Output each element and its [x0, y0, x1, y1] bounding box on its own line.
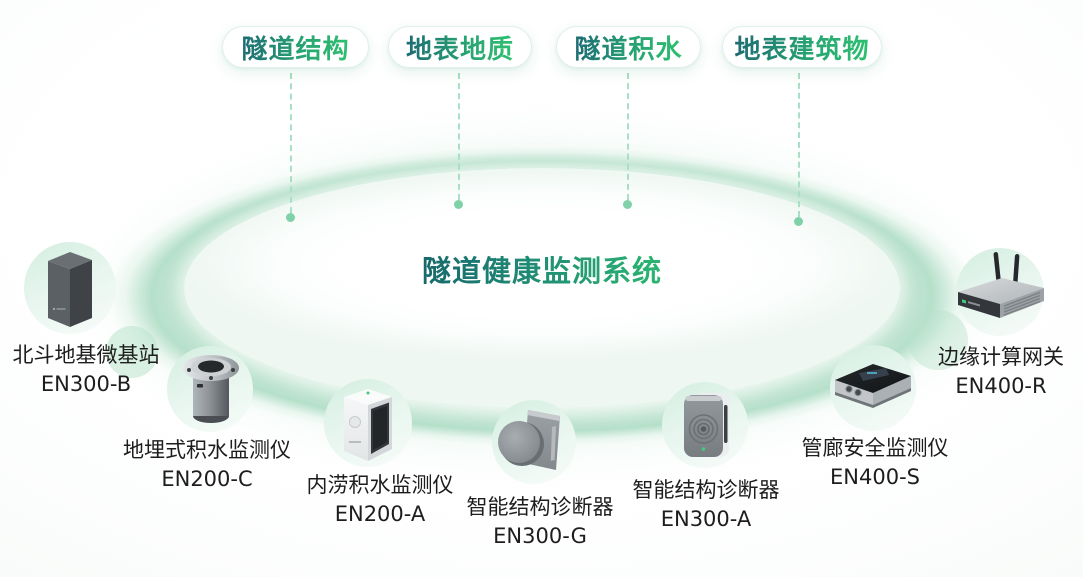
- device-model: EN200-A: [334, 502, 426, 526]
- category-badge-label: 地表地质: [406, 29, 514, 66]
- device-model: EN400-S: [830, 465, 920, 489]
- device-name: 智能结构诊断器: [466, 495, 614, 519]
- pipe-gallery-safety-monitor-icon: [831, 360, 915, 418]
- category-badge-surface-geology: 地表地质: [388, 26, 532, 68]
- connector-line: [794, 73, 803, 226]
- device-name: 智能结构诊断器: [632, 478, 780, 502]
- device-model: EN400-R: [955, 374, 1047, 398]
- device-name: 边缘计算网关: [938, 345, 1064, 369]
- device-name: 内涝积水监测仪: [306, 473, 454, 497]
- edge-computing-gateway-icon: [952, 250, 1048, 326]
- device-label: 智能结构诊断器 EN300-G: [430, 493, 650, 551]
- connector-dot: [454, 200, 463, 209]
- waterlogging-monitor-icon: [338, 385, 398, 467]
- system-title: 隧道健康监测系统: [392, 248, 692, 290]
- device-name: 地埋式积水监测仪: [123, 438, 291, 462]
- connector-line: [286, 73, 295, 222]
- decorative-circle: [908, 310, 968, 370]
- platform-ellipse-face: [184, 168, 900, 408]
- device-label: 边缘计算网关 EN400-R: [891, 343, 1083, 401]
- category-badge-tunnel-structure: 隧道结构: [222, 26, 369, 68]
- connector-line: [623, 73, 632, 209]
- beidou-micro-base-station-icon: [46, 250, 94, 332]
- category-badge-label: 隧道结构: [241, 29, 349, 66]
- category-badge-tunnel-water: 隧道积水: [556, 26, 701, 68]
- category-badge-label: 隧道积水: [574, 29, 682, 66]
- connector-dot: [623, 200, 632, 209]
- device-label: 内涝积水监测仪 EN200-A: [270, 471, 490, 529]
- connector-dot: [286, 213, 295, 222]
- smart-structure-diagnoser-icon: [494, 406, 572, 484]
- device-label: 管廊安全监测仪 EN400-S: [765, 434, 985, 492]
- device-name: 管廊安全监测仪: [801, 436, 949, 460]
- category-badge-label: 地表建筑物: [734, 29, 869, 66]
- device-label: 地埋式积水监测仪 EN200-C: [97, 436, 317, 494]
- device-model: EN200-C: [161, 467, 253, 491]
- buried-water-monitor-icon: [174, 348, 246, 432]
- connector-line: [454, 73, 463, 209]
- device-label: 智能结构诊断器 EN300-A: [596, 476, 816, 534]
- connector-dot: [794, 217, 803, 226]
- smart-structure-diagnoser-icon: [679, 391, 733, 465]
- device-model: EN300-A: [660, 507, 752, 531]
- device-name: 北斗地基微基站: [12, 343, 160, 367]
- device-model: EN300-G: [493, 524, 587, 548]
- device-model: EN300-B: [40, 372, 132, 396]
- device-label: 北斗地基微基站 EN300-B: [0, 341, 196, 399]
- decorative-circle: [106, 326, 158, 378]
- category-badge-surface-buildings: 地表建筑物: [722, 26, 882, 68]
